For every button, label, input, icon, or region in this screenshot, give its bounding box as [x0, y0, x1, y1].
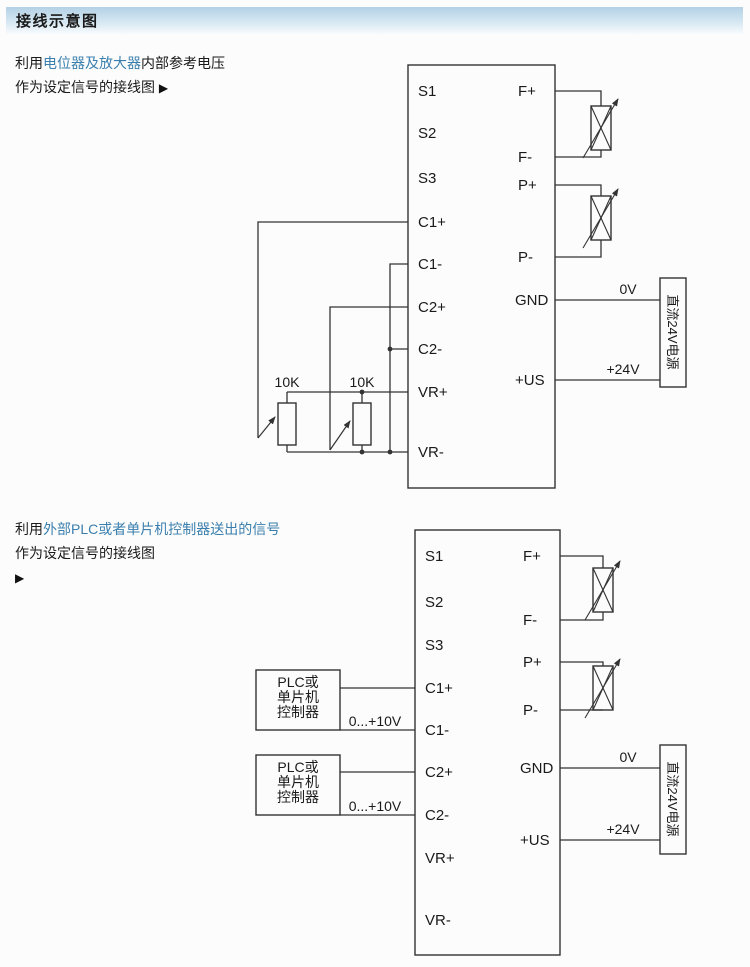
intro1-highlight: 电位器及放大器: [43, 55, 141, 71]
intro1-line2: 作为设定信号的接线图 ▶: [15, 75, 225, 100]
plc-box-2: [255, 754, 341, 816]
intro2-caption: 作为设定信号的接线图: [15, 545, 155, 561]
terminal-label-us: +US: [515, 372, 545, 389]
pot2-value-label: 10K: [350, 374, 376, 390]
plc2-line2: 单片机: [277, 774, 319, 790]
wire: [560, 555, 660, 841]
power-supply-label: 直流24V电源: [665, 761, 680, 836]
junction-dot: [387, 449, 393, 455]
terminal-label-us: +US: [520, 832, 550, 849]
wire: [555, 90, 660, 381]
diagram-plc: S1 S2 S3 C1+ C1- C2+ C2- VR+ VR- F+ F- P…: [255, 529, 687, 956]
junction-dot: [387, 346, 393, 352]
pointer-icon: ▶: [15, 571, 25, 585]
terminal-label-fp: F+: [518, 83, 536, 100]
intro-text-1: 利用电位器及放大器内部参考电压 作为设定信号的接线图 ▶: [15, 51, 225, 100]
power-0v-label: 0V: [619, 281, 637, 297]
plc2-line3: 控制器: [277, 789, 319, 805]
terminal-label-pn: P-: [518, 249, 533, 266]
terminal-label-vrp: VR+: [418, 384, 448, 401]
plc1-line2: 单片机: [277, 689, 319, 705]
section-header: 接线示意图: [6, 7, 743, 34]
signal-range-label-1: 0...+10V: [349, 713, 402, 729]
terminal-label-s2: S2: [418, 125, 436, 142]
intro-text-2: 利用外部PLC或者单片机控制器送出的信号 作为设定信号的接线图 ▶: [15, 517, 280, 590]
terminal-label-pp: P+: [523, 654, 542, 671]
plc1-line3: 控制器: [277, 704, 319, 720]
terminal-label-c2n: C2-: [418, 341, 442, 358]
pot1-value-label: 10K: [275, 374, 301, 390]
junction-dot: [359, 449, 365, 455]
intro1-caption: 作为设定信号的接线图: [15, 79, 155, 95]
terminal-label-gnd: GND: [520, 760, 554, 777]
wire: [257, 221, 408, 453]
terminal-label-fp: F+: [523, 548, 541, 565]
power-supply-label: 直流24V电源: [665, 294, 680, 369]
terminal-label-c1n: C1-: [418, 256, 442, 273]
junction-dot: [359, 389, 365, 395]
plc2-line1: PLC或: [277, 759, 318, 775]
solenoid-valve-icon: [583, 99, 618, 158]
terminal-label-vrn: VR-: [425, 912, 451, 929]
terminal-label-c2n: C2-: [425, 807, 449, 824]
intro2-line2: 作为设定信号的接线图: [15, 541, 280, 565]
potentiometer-1: [277, 402, 297, 446]
terminal-label-vrp: VR+: [425, 850, 455, 867]
signal-range-label-2: 0...+10V: [349, 798, 402, 814]
intro2-highlight: 外部PLC或者单片机控制器送出的信号: [43, 521, 281, 537]
power-0v-label: 0V: [619, 749, 637, 765]
terminal-label-c1p: C1+: [425, 680, 453, 697]
terminal-label-c2p: C2+: [425, 764, 453, 781]
terminal-label-fn: F-: [523, 612, 537, 629]
terminal-label-vrn: VR-: [418, 444, 444, 461]
solenoid-valve-icon: [585, 561, 620, 620]
solenoid-valve-icon: [583, 189, 618, 248]
terminal-label-pn: P-: [523, 702, 538, 719]
amplifier-box: [407, 64, 556, 489]
terminal-label-fn: F-: [518, 149, 532, 166]
intro2-prefix: 利用: [15, 521, 43, 537]
intro2-line1: 利用外部PLC或者单片机控制器送出的信号: [15, 517, 280, 541]
plc1-line1: PLC或: [277, 674, 318, 690]
terminal-label-s1: S1: [418, 83, 436, 100]
terminal-label-pp: P+: [518, 177, 537, 194]
amplifier-box: [414, 529, 561, 956]
terminal-label-s3: S3: [418, 170, 436, 187]
terminal-label-c2p: C2+: [418, 299, 446, 316]
power-24v-label: +24V: [606, 821, 640, 837]
wire: [340, 687, 415, 816]
potentiometer-2: [352, 402, 372, 446]
terminal-label-c1n: C1-: [425, 722, 449, 739]
terminal-label-gnd: GND: [515, 292, 549, 309]
intro2-line3: ▶: [15, 565, 280, 590]
terminal-label-c1p: C1+: [418, 214, 446, 231]
intro1-prefix: 利用: [15, 55, 43, 71]
diagram-potentiometer: S1 S2 S3 C1+ C1- C2+ C2- VR+ VR- F+ F- P…: [257, 64, 687, 489]
terminal-label-s1: S1: [425, 548, 443, 565]
power-24v-label: +24V: [606, 361, 640, 377]
plc-box-1: [255, 669, 341, 731]
terminal-label-s2: S2: [425, 594, 443, 611]
solenoid-valve-icon: [585, 659, 620, 718]
wiper-arrow-icon: [329, 420, 351, 451]
intro1-line1: 利用电位器及放大器内部参考电压: [15, 51, 225, 75]
power-supply-box: [659, 277, 687, 388]
power-supply-box: [659, 744, 687, 855]
page-title: 接线示意图: [16, 13, 99, 30]
wiper-arrow-icon: [257, 416, 276, 439]
intro1-suffix: 内部参考电压: [141, 55, 225, 71]
terminal-label-s3: S3: [425, 637, 443, 654]
pointer-icon: ▶: [158, 81, 169, 95]
